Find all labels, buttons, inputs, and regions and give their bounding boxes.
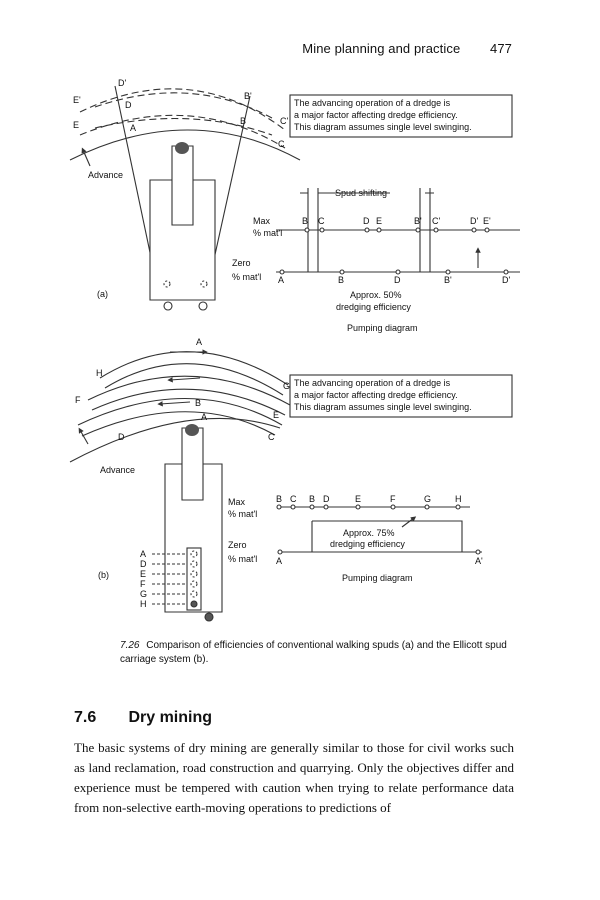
- carriage-label-A: A: [140, 549, 146, 559]
- label-C-prime: C': [280, 116, 288, 126]
- figure-number: 7.26: [120, 640, 140, 651]
- max-label-b: Max: [228, 497, 246, 507]
- note-a-line1: The advancing operation of a dredge is: [294, 98, 451, 108]
- section-number: 7.6: [74, 709, 97, 726]
- spud-shifting-label: Spud shifting: [335, 188, 387, 198]
- top-mark-a-D-prime: D': [470, 216, 478, 226]
- arc-b-inner: [77, 398, 283, 426]
- bottom-mark-a-D: D: [394, 275, 401, 285]
- panel-b-labels: A H G F B A E D C Advance (b) The advanc…: [75, 337, 483, 609]
- zero-label-b: Zero: [228, 540, 247, 550]
- panel-a-labels: D' B' E' D C' E A B C Advance (a) The ad…: [73, 78, 510, 333]
- label-E-prime: E': [73, 95, 81, 105]
- bottom-mark-a-B-prime: B': [444, 275, 452, 285]
- max-unit-a: % mat'l: [253, 228, 282, 238]
- bottom-mark-a-D-prime: D': [502, 275, 510, 285]
- pumping-label-b: Pumping diagram: [342, 573, 413, 583]
- label-b-H: H: [96, 368, 103, 378]
- label-b-A-dredge: A: [201, 412, 207, 422]
- top-mark-b-B1: B: [276, 494, 282, 504]
- bottom-mark-a-B: B: [338, 275, 344, 285]
- carriage-label-G: G: [140, 589, 147, 599]
- label-B-prime: B': [244, 91, 252, 101]
- label-b-D: D: [118, 432, 125, 442]
- section-heading: 7.6 Dry mining: [74, 709, 212, 727]
- panel-b-diagram: [69, 349, 513, 622]
- top-mark-b-G: G: [424, 494, 431, 504]
- panel-a-diagram: [69, 85, 520, 311]
- top-mark-a-C: C: [318, 216, 325, 226]
- running-header-title: Mine planning and practice: [302, 41, 461, 56]
- label-C: C: [278, 139, 285, 149]
- label-b-C: C: [268, 432, 275, 442]
- top-mark-a-C-prime: C': [432, 216, 440, 226]
- label-b-E: E: [273, 410, 279, 420]
- label-A: A: [130, 123, 136, 133]
- label-E: E: [73, 120, 79, 130]
- section-title: Dry mining: [128, 709, 213, 726]
- top-mark-b-B2: B: [309, 494, 315, 504]
- bottom-mark-a-A: A: [278, 275, 284, 285]
- advance-label-b: Advance: [100, 465, 135, 475]
- efficiency-a-line1: Approx. 50%: [350, 290, 402, 300]
- max-label-a: Max: [253, 216, 271, 226]
- advance-label-a: Advance: [88, 170, 123, 180]
- carriage-label-H: H: [140, 599, 147, 609]
- label-D-prime: D': [118, 78, 126, 88]
- body-paragraph: The basic systems of dry mining are gene…: [74, 740, 514, 815]
- arc-b-mid: [87, 375, 291, 406]
- label-D: D: [125, 100, 132, 110]
- arc-a-outer: [79, 88, 286, 131]
- top-mark-a-E-prime: E': [483, 216, 491, 226]
- zero-label-a: Zero: [232, 258, 251, 268]
- pumping-label-a: Pumping diagram: [347, 323, 418, 333]
- figure-caption-text: Comparison of efficiencies of convention…: [120, 640, 507, 665]
- label-b-G: G: [283, 381, 290, 391]
- carriage-label-E: E: [140, 569, 146, 579]
- max-unit-b: % mat'l: [228, 509, 257, 519]
- top-mark-a-D: D: [363, 216, 370, 226]
- top-mark-a-B-prime: B': [414, 216, 422, 226]
- efficiency-b-line1: Approx. 75%: [343, 528, 395, 538]
- arc-b-outer: [99, 351, 289, 386]
- note-b-line3: This diagram assumes single level swingi…: [294, 402, 472, 412]
- note-a-line3: This diagram assumes single level swingi…: [294, 122, 472, 132]
- figure-caption: 7.26 Comparison of efficiencies of conve…: [120, 639, 520, 667]
- note-a-line2: a major factor affecting dredge efficien…: [294, 110, 458, 120]
- top-mark-b-F: F: [390, 494, 396, 504]
- carriage-label-D: D: [140, 559, 147, 569]
- panel-label-a: (a): [97, 289, 108, 299]
- figure-7-26: D' B' E' D C' E A B C Advance (a) The ad…: [69, 78, 520, 622]
- zero-unit-a: % mat'l: [232, 272, 261, 282]
- panel-label-b: (b): [98, 570, 109, 580]
- running-header: Mine planning and practice 477: [302, 41, 512, 56]
- note-b-line2: a major factor affecting dredge efficien…: [294, 390, 458, 400]
- efficiency-b-line2: dredging efficiency: [330, 539, 405, 549]
- page-number: 477: [490, 41, 512, 56]
- label-b-B: B: [195, 398, 201, 408]
- zero-unit-b: % mat'l: [228, 554, 257, 564]
- carriage-label-F: F: [140, 579, 146, 589]
- top-mark-b-C: C: [290, 494, 297, 504]
- note-b-line1: The advancing operation of a dredge is: [294, 378, 451, 388]
- top-mark-a-B: B: [302, 216, 308, 226]
- top-mark-b-H: H: [455, 494, 462, 504]
- efficiency-a-line2: dredging efficiency: [336, 302, 411, 312]
- bottom-mark-b-A: A: [276, 556, 282, 566]
- top-mark-a-E: E: [376, 216, 382, 226]
- top-mark-b-D: D: [323, 494, 330, 504]
- label-B: B: [240, 116, 246, 126]
- label-b-A-top: A: [196, 337, 202, 347]
- bottom-mark-b-A-prime: A': [475, 556, 483, 566]
- top-mark-b-E: E: [355, 494, 361, 504]
- arc-a-inner: [69, 129, 301, 161]
- label-b-F: F: [75, 395, 81, 405]
